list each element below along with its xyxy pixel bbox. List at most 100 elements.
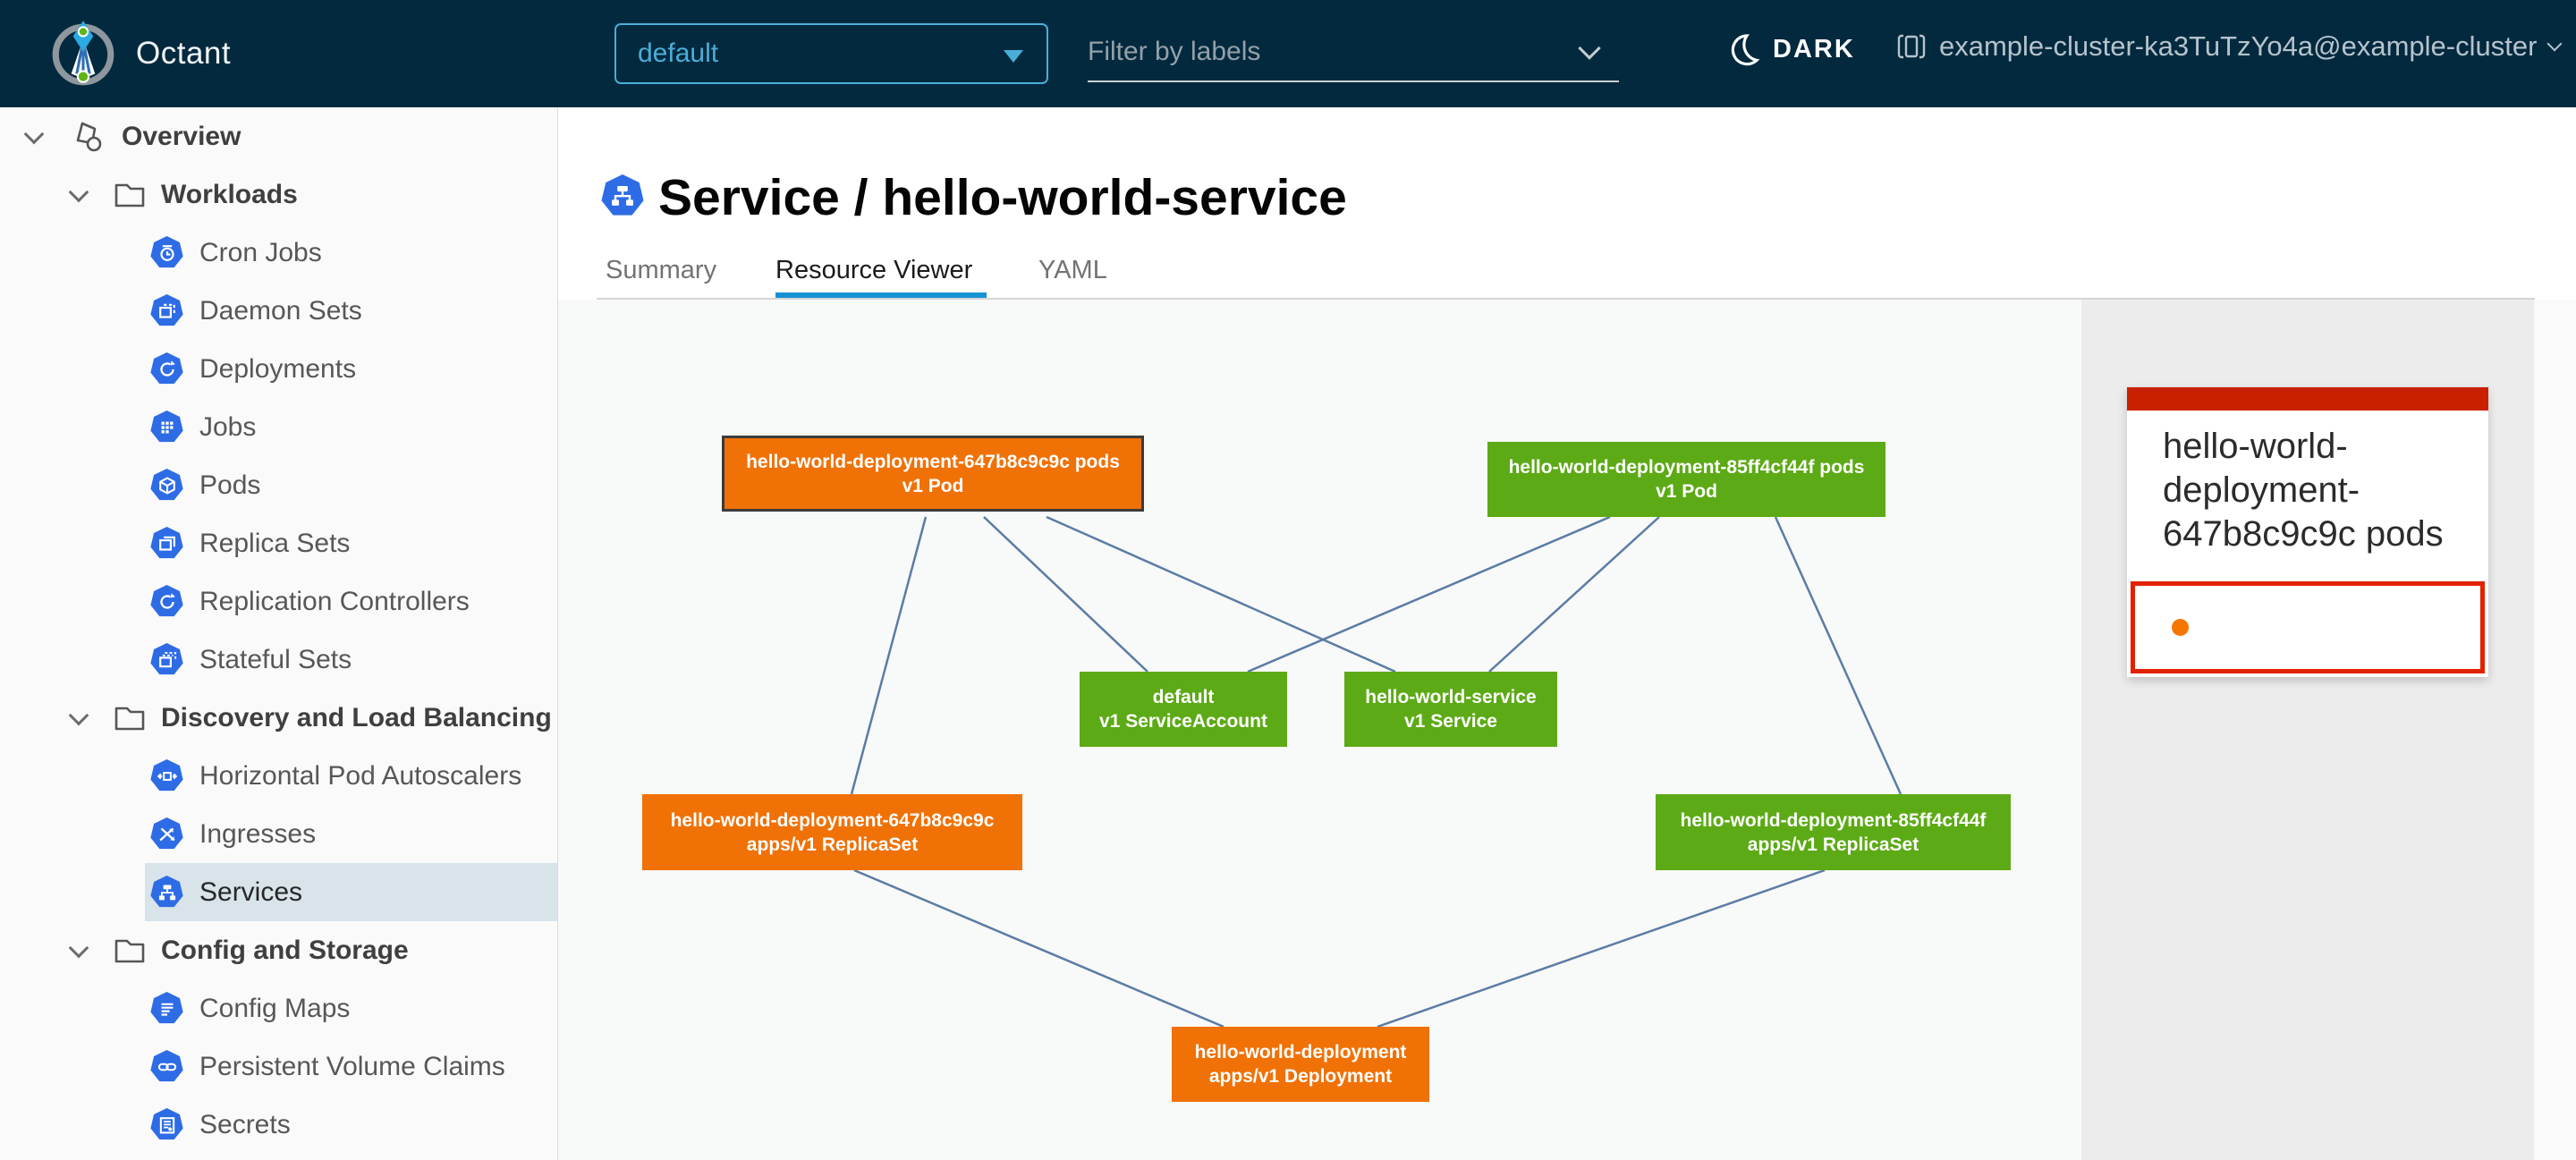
selection-detail-panel: hello-world-deployment-647b8c9c9c pods — [2081, 300, 2534, 1160]
secrets-icon — [150, 1108, 183, 1141]
app-title: Octant — [136, 36, 231, 72]
card-status-bar — [2127, 387, 2488, 411]
chevron-down-icon[interactable] — [24, 123, 45, 144]
resource-viewer-graph[interactable]: hello-world-deployment-647b8c9c9c pods v… — [558, 300, 2081, 1160]
sidebar-item-jobs[interactable]: Jobs — [0, 398, 557, 456]
cluster-icon — [1896, 31, 1927, 62]
graph-node-replicaset-647b8c9c9c[interactable]: hello-world-deployment-647b8c9c9c apps/v… — [642, 794, 1022, 870]
config-maps-icon — [150, 992, 183, 1025]
sidebar-item-replication-controllers[interactable]: Replication Controllers — [0, 572, 557, 631]
sidebar-item-label: Replication Controllers — [199, 587, 470, 617]
sidebar-item-daemon-sets[interactable]: Daemon Sets — [0, 282, 557, 340]
sidebar-item-label: Config Maps — [199, 994, 350, 1024]
folder-icon — [113, 180, 147, 210]
tab-summary[interactable]: Summary — [606, 256, 716, 285]
chevron-down-icon — [2547, 37, 2563, 52]
sidebar-group-label: Discovery and Load Balancing — [161, 703, 552, 733]
pods-icon — [150, 469, 183, 502]
graph-node-pod-647b8c9c9c[interactable]: hello-world-deployment-647b8c9c9c pods v… — [722, 436, 1144, 512]
graph-node-replicaset-85ff4cf44f[interactable]: hello-world-deployment-85ff4cf44f apps/v… — [1656, 794, 2011, 870]
node-name: hello-world-deployment-85ff4cf44f pods — [1509, 455, 1865, 479]
sidebar-item-config-maps[interactable]: Config Maps — [0, 979, 557, 1037]
node-name: hello-world-deployment — [1195, 1040, 1407, 1064]
octant-logo-icon — [47, 17, 120, 90]
sidebar-item-label: Jobs — [199, 412, 256, 443]
node-name: hello-world-deployment-647b8c9c9c pods — [746, 450, 1120, 474]
sidebar-item-deployments[interactable]: Deployments — [0, 340, 557, 398]
node-kind: apps/v1 Deployment — [1209, 1064, 1392, 1088]
sidebar-group-config-and-storage[interactable]: Config and Storage — [0, 921, 557, 979]
sidebar-item-label: Pods — [199, 470, 260, 501]
node-name: default — [1153, 685, 1215, 709]
warning-dot-icon — [2172, 619, 2189, 636]
folder-icon — [113, 936, 147, 966]
node-kind: v1 Pod — [902, 474, 964, 498]
sidebar-item-ingresses[interactable]: Ingresses — [0, 805, 557, 863]
context-label: example-cluster-ka3TuTzYo4a@example-clus… — [1939, 30, 2537, 63]
sidebar-item-label: Deployments — [199, 354, 356, 385]
theme-toggle-label: DARK — [1773, 35, 1855, 64]
graph-node-serviceaccount-default[interactable]: default v1 ServiceAccount — [1080, 672, 1287, 747]
sidebar-nav: Overview Workloads Cron Jobs Daemon Sets — [0, 107, 558, 1160]
folder-icon — [113, 703, 147, 733]
label-filter-input[interactable] — [1088, 37, 1562, 67]
sidebar-item-overview[interactable]: Overview — [0, 107, 557, 165]
sidebar-item-replica-sets[interactable]: Replica Sets — [0, 514, 557, 572]
card-title: hello-world-deployment-647b8c9c9c pods — [2163, 425, 2462, 556]
sidebar-item-horizontal-pod-autoscalers[interactable]: Horizontal Pod Autoscalers — [0, 747, 557, 805]
daemon-sets-icon — [150, 294, 183, 327]
chevron-down-icon[interactable] — [69, 182, 89, 202]
sidebar-item-label: Ingresses — [199, 819, 316, 850]
overview-objects-icon — [68, 117, 107, 157]
sidebar-item-label: Stateful Sets — [199, 645, 352, 675]
caret-down-icon — [1004, 50, 1023, 63]
node-name: hello-world-deployment-85ff4cf44f — [1681, 809, 1987, 833]
sidebar-item-label: Secrets — [199, 1110, 291, 1140]
sidebar-item-label: Replica Sets — [199, 529, 350, 559]
page-title: Service / hello-world-service — [658, 168, 1347, 227]
node-kind: apps/v1 ReplicaSet — [747, 833, 918, 857]
tab-yaml[interactable]: YAML — [1038, 256, 1107, 285]
moon-icon — [1726, 32, 1760, 66]
sidebar-item-secrets[interactable]: Secrets — [0, 1096, 557, 1154]
selected-node-card[interactable]: hello-world-deployment-647b8c9c9c pods — [2127, 387, 2488, 677]
graph-node-deployment-hello-world[interactable]: hello-world-deployment apps/v1 Deploymen… — [1172, 1027, 1429, 1102]
graph-node-pod-85ff4cf44f[interactable]: hello-world-deployment-85ff4cf44f pods v… — [1487, 442, 1885, 517]
sidebar-item-services[interactable]: Services — [0, 863, 557, 921]
sidebar-item-label: Services — [199, 877, 302, 908]
replica-sets-icon — [150, 527, 183, 560]
context-selector[interactable]: example-cluster-ka3TuTzYo4a@example-clus… — [1896, 30, 2560, 63]
chevron-down-icon[interactable] — [69, 705, 89, 725]
sidebar-item-cron-jobs[interactable]: Cron Jobs — [0, 224, 557, 282]
graph-node-service-hello-world-service[interactable]: hello-world-service v1 Service — [1344, 672, 1557, 747]
sidebar-group-discovery-load-balancing[interactable]: Discovery and Load Balancing — [0, 689, 557, 747]
sidebar-item-label: Persistent Volume Claims — [199, 1052, 505, 1082]
node-name: hello-world-service — [1365, 685, 1536, 709]
persistent-volume-claims-icon — [150, 1050, 183, 1083]
namespace-select-value: default — [638, 38, 718, 69]
chevron-down-icon[interactable] — [1578, 37, 1600, 59]
chevron-down-icon[interactable] — [69, 937, 89, 958]
card-alert-box — [2131, 581, 2485, 673]
active-tab-underline — [775, 292, 987, 298]
node-name: hello-world-deployment-647b8c9c9c — [671, 809, 995, 833]
horizontal-pod-autoscalers-icon — [150, 759, 183, 792]
namespace-select[interactable]: default — [614, 23, 1048, 84]
replication-controllers-icon — [150, 585, 183, 618]
node-kind: v1 Pod — [1656, 479, 1717, 504]
sidebar-group-workloads[interactable]: Workloads — [0, 165, 557, 224]
sidebar-item-label: Horizontal Pod Autoscalers — [199, 761, 521, 792]
sidebar-group-label: Workloads — [161, 180, 298, 210]
right-gutter — [2534, 300, 2576, 1160]
label-filter — [1088, 23, 1619, 82]
sidebar-item-persistent-volume-claims[interactable]: Persistent Volume Claims — [0, 1037, 557, 1096]
sidebar-item-pods[interactable]: Pods — [0, 456, 557, 514]
services-icon — [150, 876, 183, 909]
theme-toggle-button[interactable]: DARK — [1726, 32, 1855, 66]
sidebar-item-label: Overview — [122, 122, 241, 152]
tab-resource-viewer[interactable]: Resource Viewer — [775, 256, 972, 285]
tabs-divider — [597, 298, 2535, 300]
sidebar-item-stateful-sets[interactable]: Stateful Sets — [0, 631, 557, 689]
jobs-icon — [150, 411, 183, 444]
